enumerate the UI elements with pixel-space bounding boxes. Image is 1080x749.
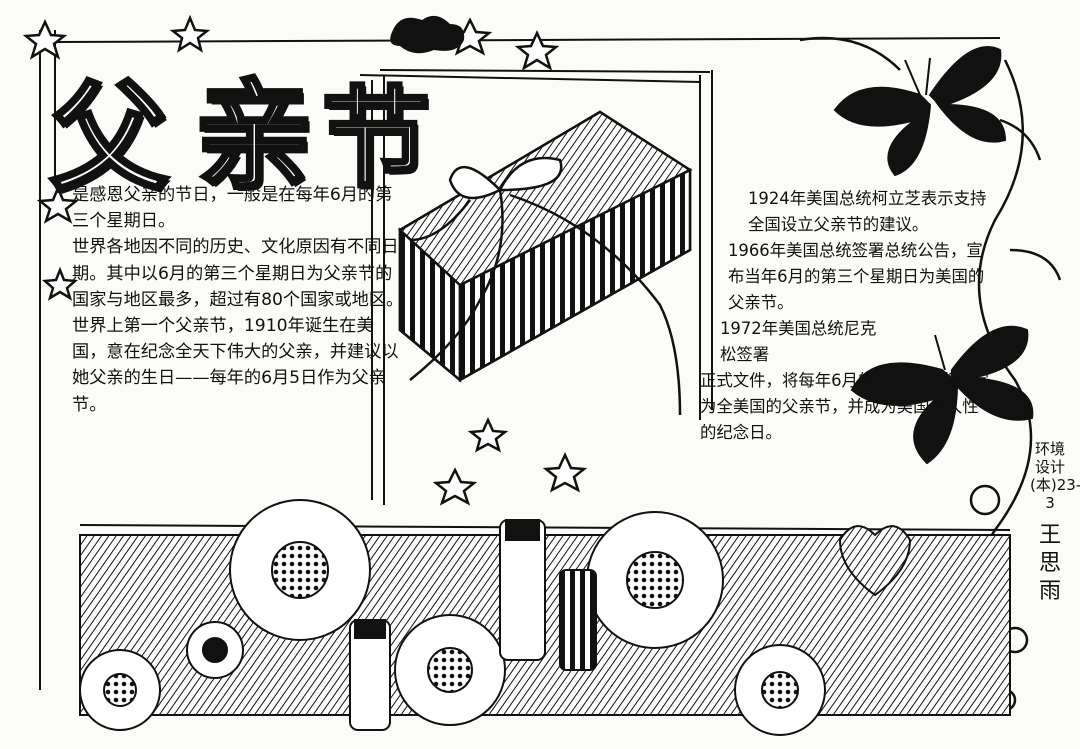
poster-title: 父 亲 节 [40, 30, 432, 209]
star-icon [467, 416, 509, 453]
author-class: 环境设计(本)23-3 [1030, 440, 1080, 512]
flower-field [79, 499, 1011, 736]
cloud-icon [390, 15, 465, 54]
author-credit: 环境设计(本)23-3 王思雨 [1030, 440, 1080, 606]
title-char-2: 亲 [193, 64, 315, 207]
gift-box-icon [397, 110, 693, 416]
star-icon [432, 467, 478, 506]
right-paragraph-1: 1924年美国总统柯立芝表示支持全国设立父亲节的建议。 [748, 189, 987, 234]
star-icon [41, 266, 79, 301]
right-paragraph-2: 1966年美国总统签署总统公告，宣布当年6月的第三个星期日为美国的父亲节。 [728, 241, 985, 312]
right-paragraph-3: 1972年美国总统尼克松签署 [720, 319, 877, 364]
bottle-icon [349, 519, 597, 731]
star-icon [542, 452, 588, 493]
left-paragraph-2: 世界各地因不同的历史、文化原因有不同日期。其中以6月的第三个星期日为父亲节的国家… [72, 237, 404, 310]
star-icon [169, 14, 211, 53]
title-char-3: 节 [320, 74, 432, 204]
star-icon [22, 19, 68, 60]
star-icons [22, 14, 588, 506]
left-paragraph-3: 世界上第一个父亲节，1910年诞生在美国，意在纪念全天下伟大的父亲，并建议以她父… [72, 316, 399, 415]
heart-icon [838, 525, 912, 597]
left-text-block: 是感恩父亲的节日，一般是在每年6月的第三个星期日。 世界各地因不同的历史、文化原… [72, 182, 407, 418]
sunflower-icon [79, 499, 826, 736]
star-icon [514, 30, 560, 71]
right-paragraph-4: 正式文件，将每年6月的第三个星期日定为全美国的父亲节，并成为美国永久性的纪念日。 [700, 371, 990, 442]
title-char-1: 父 [48, 66, 170, 209]
star-icon [36, 184, 80, 224]
author-name: 王思雨 [1038, 523, 1061, 604]
right-text-block: 1924年美国总统柯立芝表示支持全国设立父亲节的建议。 1966年美国总统签署总… [700, 186, 990, 446]
butterfly-icon [833, 46, 1034, 465]
left-paragraph-1: 是感恩父亲的节日，一般是在每年6月的第三个星期日。 [72, 185, 393, 232]
